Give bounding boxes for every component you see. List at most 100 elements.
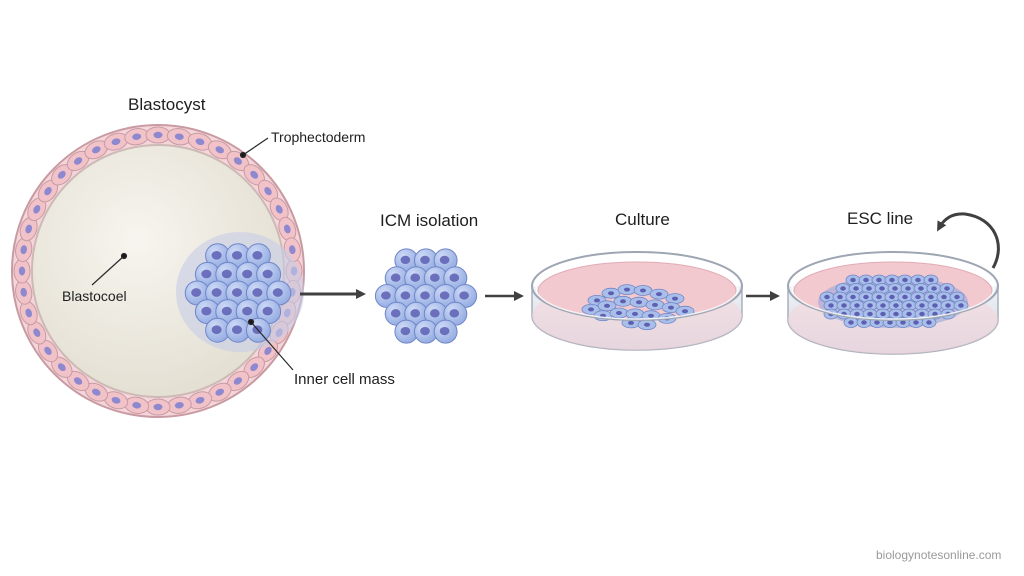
esc-cell-nucleus <box>913 320 919 325</box>
trophectoderm-nucleus <box>264 346 272 355</box>
blastocoel-leader-dot <box>120 252 128 260</box>
trophectoderm-nucleus <box>132 402 142 409</box>
esc-cell-nucleus <box>837 294 843 300</box>
esc-cell-nucleus <box>926 320 932 325</box>
culture-cell-nucleus <box>668 305 674 310</box>
trophectoderm-leader-dot <box>239 151 247 159</box>
trophectoderm-leader <box>242 137 269 156</box>
esc-cell-nucleus <box>906 311 912 317</box>
trophectoderm-nucleus <box>153 403 163 411</box>
icm-cell-nucleus <box>262 306 273 316</box>
trophectoderm-cell <box>103 132 129 151</box>
esc-cell-nucleus <box>879 286 885 291</box>
icm-cell-nucleus <box>231 325 243 335</box>
trophectoderm-nucleus <box>44 187 52 196</box>
culture-cell <box>649 288 669 300</box>
culture-cell <box>661 302 681 314</box>
trophectoderm-nucleus <box>33 205 41 214</box>
trophectoderm-cell <box>84 382 109 402</box>
culture-cell-nucleus <box>640 288 646 293</box>
inner-cell-mass-leader <box>250 321 294 371</box>
culture-cell <box>609 307 629 319</box>
isolated-icm-cell <box>414 284 438 308</box>
esc-cell-nucleus <box>828 303 834 308</box>
trophectoderm-nucleus <box>195 396 205 404</box>
trophectoderm-nucleus <box>250 363 259 372</box>
isolated-icm-cell-nucleus <box>439 326 450 336</box>
trophectoderm-nucleus <box>92 388 101 396</box>
culture-cell <box>633 285 653 296</box>
icm-cell-nucleus <box>211 288 222 297</box>
culture-cell-nucleus <box>636 300 642 305</box>
icm-cell <box>205 317 231 343</box>
trophectoderm-nucleus <box>92 146 101 154</box>
esc-cell-nucleus <box>932 311 938 317</box>
esc-cell-nucleus <box>928 294 934 300</box>
esc-cell-nucleus <box>941 294 947 300</box>
trophectoderm-nucleus <box>57 170 66 179</box>
isolated-icm-cell-nucleus <box>439 291 450 300</box>
culture-dish-rim-inner <box>535 256 739 320</box>
culture-cell <box>645 299 665 311</box>
esc-cell-nucleus <box>880 311 886 317</box>
esc-cell <box>835 283 851 294</box>
isolated-icm-cell <box>374 284 399 308</box>
esc-cell <box>836 300 852 311</box>
trophectoderm-cell <box>37 179 59 203</box>
trophectoderm-cell <box>207 140 232 160</box>
esc-dish-rim <box>787 251 999 321</box>
trophectoderm-cell <box>145 126 171 144</box>
esc-cell-nucleus <box>874 320 880 325</box>
culture-cell-nucleus <box>624 287 630 292</box>
culture-dish <box>531 251 743 351</box>
esc-cell-nucleus <box>876 294 882 300</box>
esc-cell-nucleus <box>889 277 895 283</box>
isolated-icm-cell <box>433 319 458 344</box>
icm-cell-nucleus <box>191 288 202 297</box>
esc-cell-nucleus <box>854 303 860 308</box>
icm-cell-nucleus <box>221 306 232 316</box>
trophectoderm-cell <box>166 396 192 414</box>
icm-cell-nucleus <box>211 325 222 335</box>
trophectoderm-nucleus <box>33 328 41 337</box>
esc-cell <box>949 291 965 303</box>
icm-cell-nucleus <box>231 288 243 297</box>
trophectoderm-label: Trophectoderm <box>271 129 366 145</box>
culture-cell-nucleus <box>616 311 622 315</box>
icm-cell <box>245 243 271 269</box>
trophectoderm-nucleus <box>264 187 272 196</box>
trophectoderm-cell <box>66 370 90 392</box>
isolated-icm-cell-nucleus <box>449 309 460 318</box>
trophectoderm-nucleus <box>215 146 224 154</box>
trophectoderm-nucleus <box>57 363 66 372</box>
esc-cell-nucleus <box>893 303 899 308</box>
icm-cell <box>225 317 251 343</box>
esc-cell <box>862 300 878 311</box>
self-renewal-arrow <box>937 212 1000 269</box>
trophectoderm-cell <box>243 164 265 186</box>
esc-cell-nucleus <box>866 286 872 291</box>
culture-cell-nucleus <box>682 309 688 314</box>
esc-cell-nucleus <box>824 294 830 300</box>
esc-cell-nucleus <box>954 294 960 300</box>
trophectoderm-nucleus <box>233 377 242 385</box>
icm-cell-nucleus <box>211 250 222 260</box>
isolated-icm-cell-nucleus <box>459 291 469 300</box>
icm-cell-nucleus <box>231 250 243 260</box>
inner-cell-mass-cluster <box>184 243 292 343</box>
esc-cell-nucleus <box>876 277 882 283</box>
trophectoderm-cell <box>124 128 150 146</box>
esc-cell <box>843 317 859 328</box>
esc-cell-nucleus <box>863 294 869 300</box>
watermark: biologynotesonline.com <box>876 548 1002 562</box>
isolated-icm-cell-nucleus <box>429 309 440 318</box>
trophectoderm-nucleus <box>25 308 33 318</box>
icm-cell-nucleus <box>272 288 283 297</box>
esc-line-label: ESC line <box>847 209 914 228</box>
isolated-icm-cell <box>443 301 468 326</box>
culture-cell-nucleus <box>620 299 626 304</box>
trophectoderm-nucleus <box>233 157 242 165</box>
culture-cell-nucleus <box>594 298 600 303</box>
trophectoderm-nucleus <box>111 396 121 404</box>
esc-cell-nucleus <box>867 311 873 317</box>
